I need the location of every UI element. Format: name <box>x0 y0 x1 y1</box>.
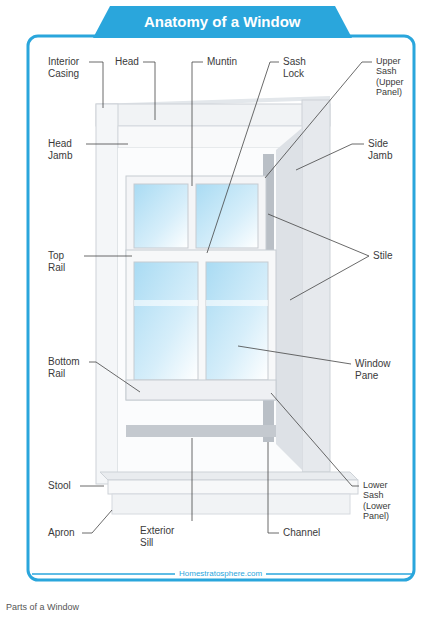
part-label: Upper Sash (Upper Panel) <box>376 56 418 97</box>
part-label: Top Rail <box>48 250 82 273</box>
part-label: Sash Lock <box>283 56 315 79</box>
border-frame <box>28 36 414 580</box>
part-label: Window Pane <box>355 358 399 381</box>
part-label: Apron <box>48 527 75 539</box>
diagram-title: Anatomy of a Window <box>144 13 301 30</box>
part-label: Head Jamb <box>48 138 84 161</box>
part-label: Muntin <box>207 56 237 68</box>
part-label: Exterior Sill <box>140 525 186 548</box>
part-label: Side Jamb <box>368 138 402 161</box>
watermark: Homestratosphere.com <box>175 569 266 578</box>
part-label: Lower Sash (Lower Panel) <box>363 480 405 521</box>
part-label: Channel <box>283 527 320 539</box>
part-label: Stool <box>48 480 71 492</box>
leader-lines <box>80 62 372 533</box>
part-label: Bottom Rail <box>48 356 88 379</box>
title-banner <box>93 6 352 38</box>
part-label: Interior Casing <box>48 56 92 79</box>
part-label: Head <box>115 56 139 68</box>
window-drawing <box>96 96 358 514</box>
part-label: Stile <box>373 250 392 262</box>
caption: Parts of a Window <box>6 602 79 612</box>
